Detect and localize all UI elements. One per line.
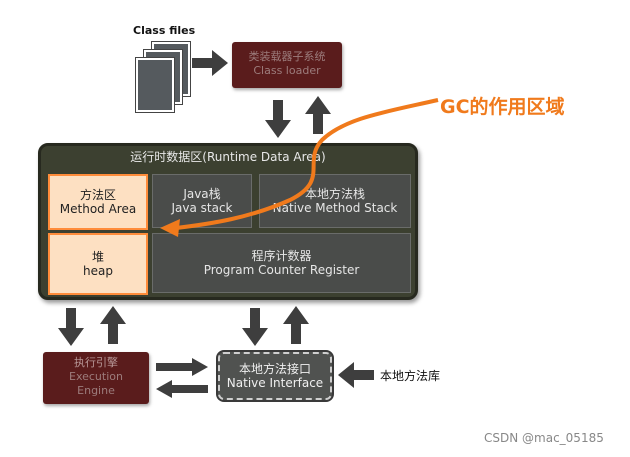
arrow-down-icon <box>242 308 268 346</box>
method-area-box: 方法区 Method Area <box>48 174 148 230</box>
pc-register-box: 程序计数器 Program Counter Register <box>152 233 411 293</box>
class-loader-box: 类装载器子系统 Class loader <box>232 42 342 88</box>
heap-cn: 堆 <box>91 250 104 264</box>
native-method-stack-cn: 本地方法栈 <box>304 187 365 201</box>
arrow-up-icon <box>100 306 126 344</box>
arrow-up-icon <box>283 306 309 344</box>
watermark: CSDN @mac_05185 <box>484 431 604 445</box>
method-area-cn: 方法区 <box>79 188 116 202</box>
arrow-left-icon <box>156 380 208 398</box>
java-stack-box: Java栈 Java stack <box>152 174 252 228</box>
arrow-right-icon <box>192 50 228 76</box>
pc-register-en: Program Counter Register <box>203 263 360 277</box>
class-files-icon <box>130 40 190 115</box>
class-files-label: Class files <box>133 24 196 37</box>
native-method-stack-box: 本地方法栈 Native Method Stack <box>259 174 411 228</box>
native-library-label: 本地方法库 <box>380 369 441 383</box>
native-interface-cn: 本地方法接口 <box>238 362 311 376</box>
arrow-left-icon <box>338 362 374 388</box>
execution-engine-en2: Engine <box>77 384 115 397</box>
class-loader-cn: 类装载器子系统 <box>248 50 326 63</box>
arrow-right-icon <box>156 358 208 376</box>
native-method-stack-en: Native Method Stack <box>272 201 398 215</box>
native-interface-en: Native Interface <box>226 376 324 390</box>
execution-engine-en1: Execution <box>69 370 123 383</box>
java-stack-en: Java stack <box>171 201 233 215</box>
native-interface-box: 本地方法接口 Native Interface <box>218 352 332 400</box>
heap-box: 堆 heap <box>48 233 148 295</box>
runtime-area-title: 运行时数据区(Runtime Data Area) <box>130 150 326 164</box>
execution-engine-cn: 执行引擎 <box>74 356 118 369</box>
method-area-en: Method Area <box>59 202 137 216</box>
pc-register-cn: 程序计数器 <box>251 249 312 263</box>
gc-annotation: GC的作用区域 <box>440 96 565 118</box>
java-stack-cn: Java栈 <box>183 187 221 201</box>
class-loader-en: Class loader <box>253 64 321 77</box>
arrow-up-icon <box>305 96 331 134</box>
arrow-down-icon <box>58 308 84 346</box>
execution-engine-box: 执行引擎 Execution Engine <box>43 352 149 404</box>
arrow-down-icon <box>265 100 291 138</box>
heap-en: heap <box>83 264 113 278</box>
